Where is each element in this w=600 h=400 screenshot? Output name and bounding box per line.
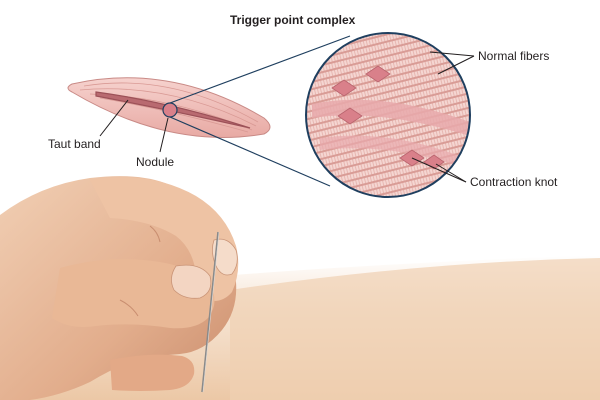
contraction-knot-label: Contraction knot — [470, 175, 558, 189]
contraction-knot-1 — [365, 65, 391, 83]
muscle-illustration — [67, 77, 271, 138]
taut-band-label: Taut band — [48, 137, 101, 151]
nodule-marker — [162, 102, 178, 118]
diagram-title: Trigger point complex — [230, 13, 356, 27]
zoom-lines — [169, 35, 351, 187]
magnified-view — [305, 32, 471, 198]
contraction-knot-2 — [331, 79, 357, 97]
nodule-label: Nodule — [136, 155, 174, 169]
callout-lines — [99, 51, 475, 183]
contraction-knot-3 — [337, 107, 363, 125]
normal-fibers-label: Normal fibers — [478, 49, 549, 63]
hand-with-needle — [0, 176, 239, 400]
